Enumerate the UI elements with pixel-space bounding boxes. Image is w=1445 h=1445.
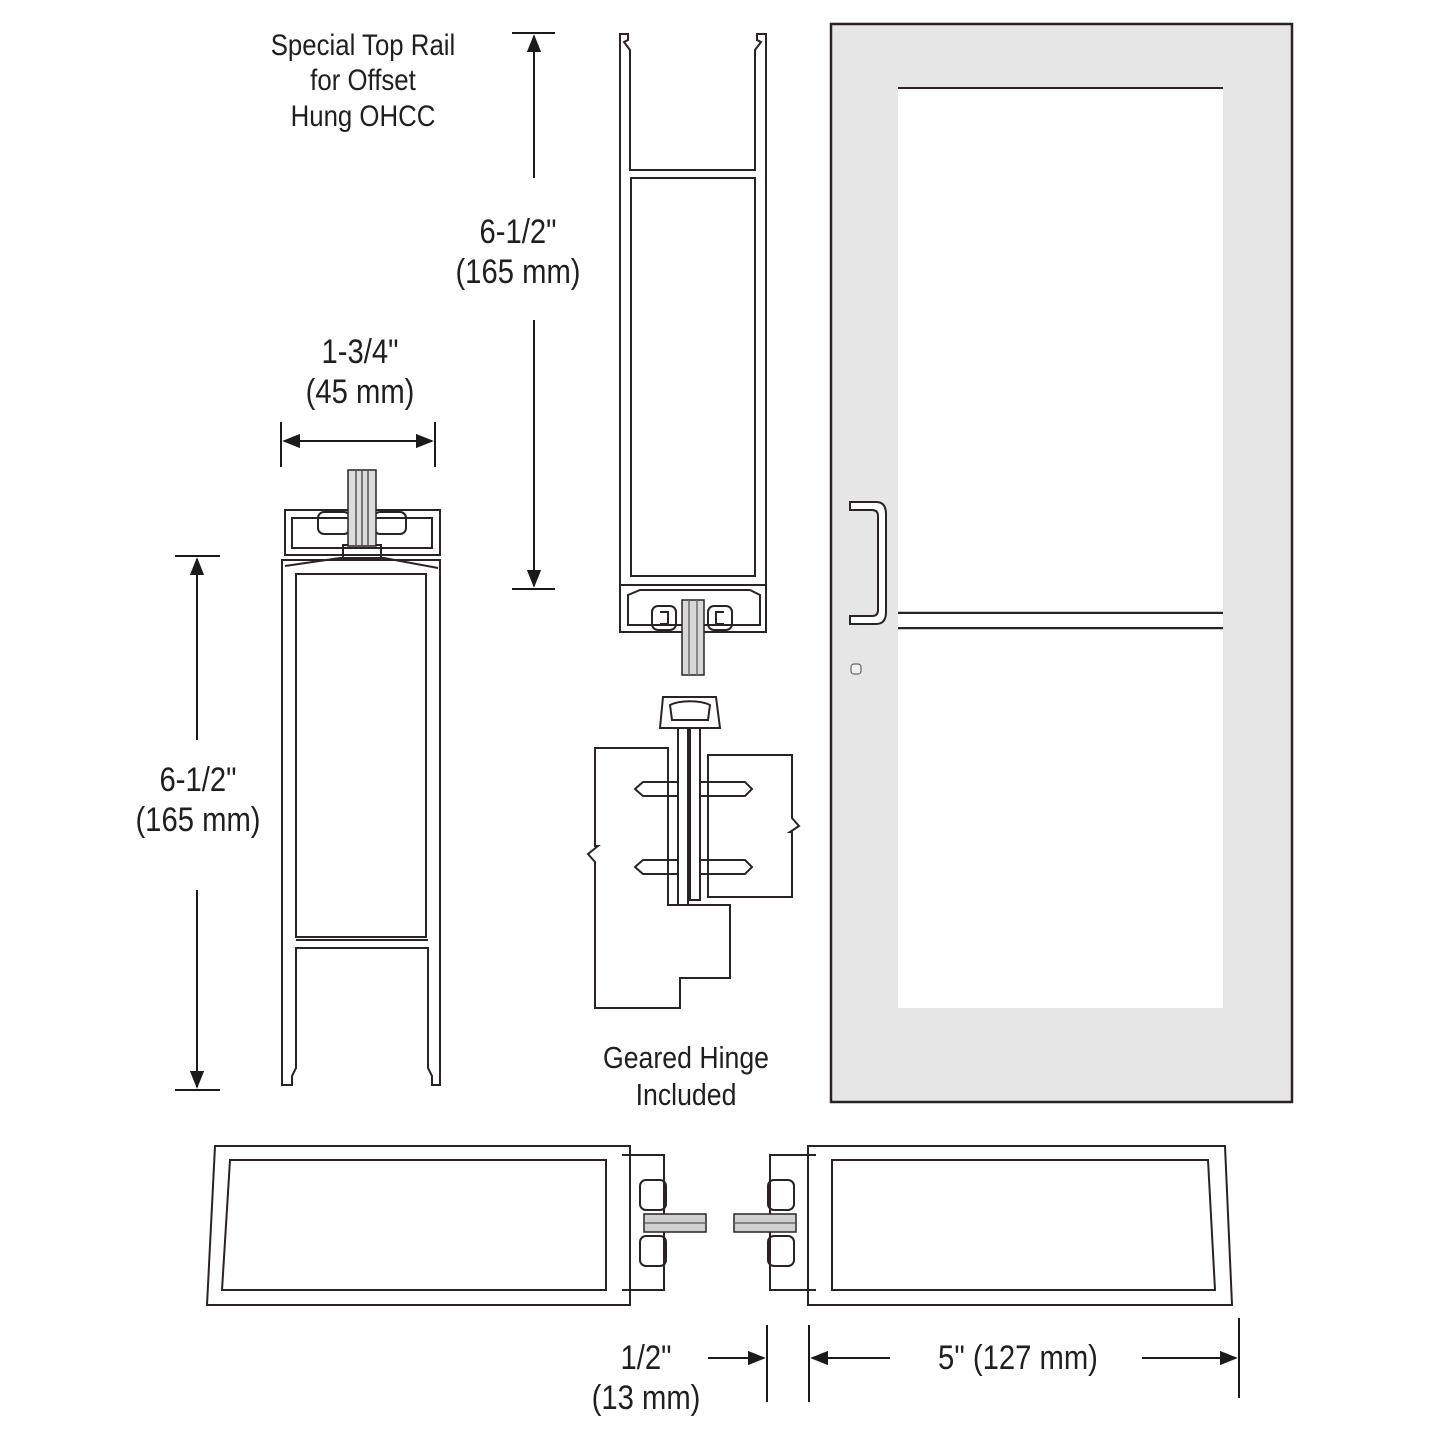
top-rail-height-imperial: 6-1/2"	[479, 213, 557, 251]
bottom-rail-glass	[347, 469, 377, 547]
bottom-rail-section	[281, 509, 441, 1086]
door-depth-imperial: 1-3/4"	[321, 333, 399, 371]
top-rail-height-metric: (165 mm)	[455, 253, 581, 292]
door-depth-label: 1-3/4" (45 mm)	[283, 332, 438, 412]
geared-hinge-section	[586, 696, 801, 1009]
top-rail-dimension-line	[512, 32, 555, 590]
bottom-rail-height-label: 6-1/2" (165 mm)	[122, 760, 273, 840]
bottom-rail-dimension-line	[175, 555, 220, 1091]
hinge-note-line-2: Included	[635, 1076, 737, 1112]
bottom-rail-height-imperial: 6-1/2"	[159, 761, 237, 799]
stile-glass	[643, 1213, 797, 1233]
door-lock-cylinder-icon	[850, 663, 862, 675]
top-rail-glass	[681, 599, 705, 676]
special-top-rail-note: Special Top Rail for Offset Hung OHCC	[256, 28, 471, 134]
door-elevation	[829, 22, 1294, 1104]
stile-width-value: 5" (127 mm)	[938, 1339, 1098, 1377]
right-stile-section	[767, 1145, 1234, 1306]
note-line-3: Hung OHCC	[290, 99, 436, 133]
door-pull-handle	[849, 501, 887, 625]
stile-width-label: 5" (127 mm)	[912, 1338, 1124, 1378]
stile-dimension-lines	[708, 1318, 1240, 1402]
top-rail-section	[619, 33, 767, 633]
stile-gap-label: 1/2" (13 mm)	[577, 1338, 715, 1418]
hinge-note-line-1: Geared Hinge	[602, 1040, 769, 1075]
door-depth-dimension-line	[280, 422, 436, 467]
bottom-rail-height-metric: (165 mm)	[135, 801, 261, 840]
note-line-2: for Offset	[310, 64, 416, 98]
stile-gap-metric: (13 mm)	[591, 1379, 701, 1418]
stile-gap-imperial: 1/2"	[620, 1339, 672, 1377]
note-line-1: Special Top Rail	[270, 29, 456, 62]
left-stile-section	[205, 1145, 667, 1306]
geared-hinge-note: Geared Hinge Included	[591, 1040, 780, 1113]
door-depth-metric: (45 mm)	[305, 373, 415, 412]
top-rail-height-label: 6-1/2" (165 mm)	[442, 212, 593, 292]
